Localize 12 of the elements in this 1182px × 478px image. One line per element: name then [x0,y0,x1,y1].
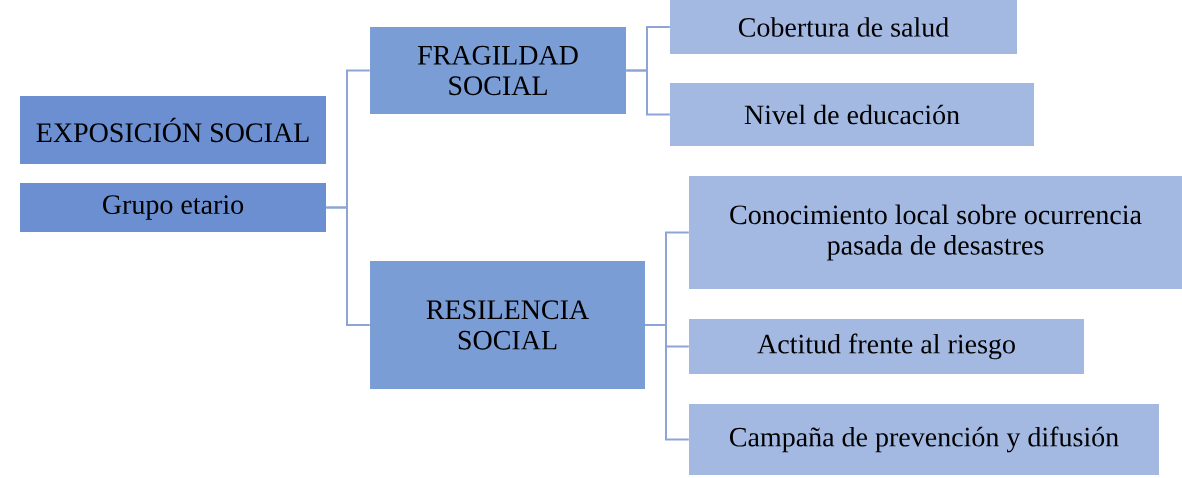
connector-line [625,69,671,116]
connector-line [644,324,690,441]
item-box: Nivel de educación [670,83,1034,146]
category-box: RESILENCIA SOCIAL [370,261,645,389]
connector-line [325,206,371,326]
item-box: Cobertura de salud [670,0,1017,54]
item-box: Conocimiento local sobre ocurrencia pasada de desastres [689,176,1182,289]
heading-box: EXPOSICIÓN SOCIAL [20,96,326,164]
category-box: FRAGILDAD SOCIAL [370,27,626,114]
item-box: Grupo etario [20,183,326,232]
item-box: Campaña de prevención y difusión [689,404,1159,475]
item-box: Actitud frente al riesgo [689,319,1084,374]
